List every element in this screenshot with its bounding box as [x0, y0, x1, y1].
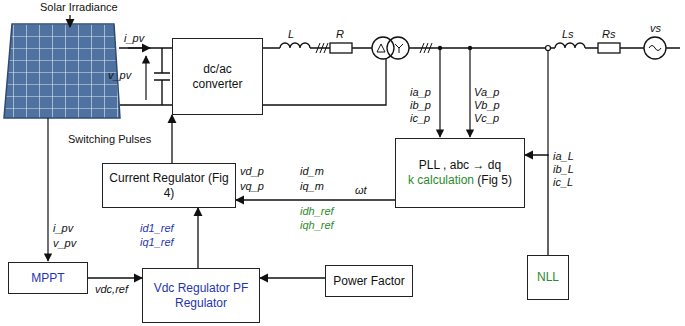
signal-arrow [197, 208, 198, 268]
mppt-input [47, 118, 48, 261]
signal-label: v_pv [53, 237, 76, 250]
signal-label: v_pv [108, 69, 131, 82]
delta-symbol [377, 44, 385, 52]
signal-label: idh_ref [300, 205, 334, 218]
inductor-symbol [280, 43, 310, 48]
capacitor-symbol [154, 48, 170, 105]
three-phase-marks [316, 43, 328, 53]
signal-label: id_m [300, 165, 324, 178]
box-label: (Fig 5) [477, 173, 512, 187]
load-current-tap [547, 51, 548, 156]
wye-symbol [395, 44, 403, 53]
box-label: PLL , abc → dq [419, 158, 501, 172]
signal-label: ic_p [410, 112, 430, 125]
text-line: PLL , abc → dq [408, 158, 512, 173]
box-text: Power Factor [329, 272, 408, 291]
power-factor-box: Power Factor [325, 265, 412, 297]
box-label: MPPT [31, 271, 64, 285]
box-text: dc/ac converter [173, 60, 262, 94]
text-line: Vdc Regulator PF Regulator [147, 281, 255, 311]
signal-label: vd_p [240, 165, 264, 178]
mppt-box: MPPT [8, 262, 88, 294]
signal-label: Rs [602, 28, 615, 41]
signal-label: ωt [355, 184, 367, 197]
signal-label: R [336, 28, 344, 41]
signal-label: ib_L [553, 163, 574, 176]
regulator-box: Current Regulator (Fig 4) [102, 163, 236, 208]
box-label: Vdc Regulator PF Regulator [154, 281, 249, 310]
signal-label: Vb_p [474, 99, 500, 112]
signal-label: L [288, 28, 294, 41]
signal-label: vs [650, 22, 661, 35]
box-text: Current Regulator (Fig 4) [103, 169, 235, 203]
solar-panel [4, 24, 120, 118]
irradiance-arrow [69, 15, 70, 27]
signal-arrow [236, 199, 395, 200]
voltage-arrow [145, 56, 146, 100]
signal-label: vdc,ref [95, 283, 128, 296]
signal-label: Vc_p [474, 112, 499, 125]
grid-inductor-symbol [555, 43, 585, 48]
voltage-source-symbol [644, 37, 666, 59]
signal-arrow [171, 115, 172, 163]
box-label: Power Factor [333, 274, 404, 288]
box-label: dc/ac converter [192, 62, 242, 91]
three-phase-marks [420, 43, 432, 53]
grid-resistor-symbol [598, 43, 620, 53]
text-line: MPPT [31, 271, 64, 286]
box-text: PLL , abc → dqk calculation (Fig 5) [404, 156, 516, 190]
converter-box: dc/ac converter [172, 38, 263, 115]
signal-arrow [525, 155, 548, 255]
signal-label: i_pv [124, 32, 144, 45]
nll-box: NLL [527, 255, 569, 300]
signal-label: Switching Pulses [68, 133, 151, 146]
text-line: Current Regulator (Fig 4) [107, 171, 231, 201]
box-text: Vdc Regulator PF Regulator [143, 279, 259, 313]
voltage-tap [469, 50, 470, 137]
box-label: Current Regulator (Fig 4) [109, 171, 228, 200]
box-label: k calculation [408, 173, 474, 187]
tap-dot [438, 46, 442, 50]
signal-label: iq1_ref [140, 236, 174, 249]
text-line: dc/ac converter [177, 62, 258, 92]
text-line: NLL [537, 270, 559, 285]
sine-symbol [649, 46, 661, 51]
signal-label: ic_L [553, 176, 573, 189]
signal-label: i_pv [53, 222, 73, 235]
resistor-symbol [330, 43, 352, 53]
ac-wire [260, 48, 386, 105]
box-text: NLL [533, 268, 563, 287]
current-arrow [128, 47, 150, 48]
pll-box: PLL , abc → dqk calculation (Fig 5) [395, 138, 525, 208]
current-sensor [546, 46, 551, 51]
signal-arrow [88, 277, 142, 278]
grid-wire [409, 47, 680, 48]
signal-label: id1_ref [140, 222, 174, 235]
vdc-regulator-box: Vdc Regulator PF Regulator [142, 268, 260, 323]
tap-dot [468, 46, 472, 50]
current-tap [439, 50, 440, 137]
signal-label: iqh_ref [300, 219, 334, 232]
signal-label: ia_p [410, 86, 431, 99]
signal-label: vq_p [240, 180, 264, 193]
signal-arrow [260, 277, 325, 278]
box-label: NLL [537, 270, 559, 284]
signal-label: ib_p [410, 99, 431, 112]
signal-label: Solar Irradiance [40, 1, 118, 14]
text-line: Power Factor [333, 274, 404, 289]
transformer-secondary [387, 37, 409, 59]
signal-label: Va_p [474, 86, 499, 99]
signal-label: iq_m [300, 180, 324, 193]
box-text: MPPT [27, 269, 68, 288]
signal-label: Ls [562, 28, 574, 41]
text-line: k calculation (Fig 5) [408, 173, 512, 188]
signal-label: ia_L [553, 150, 574, 163]
